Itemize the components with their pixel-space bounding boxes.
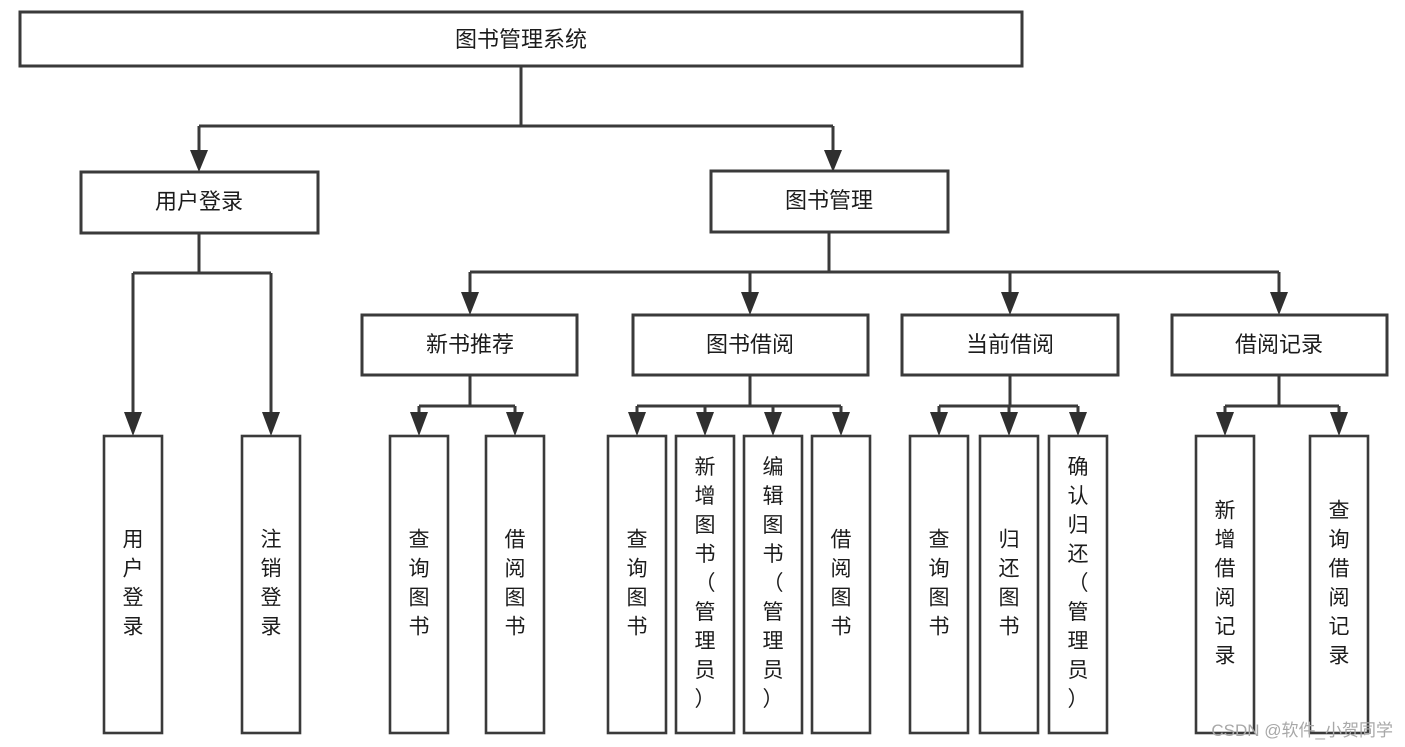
arrow-to-book-manage — [824, 150, 842, 172]
leaf-query-record-box[interactable] — [1308, 434, 1370, 735]
leaf-return-book-box[interactable] — [978, 434, 1040, 735]
arrow-to-leaf-borrow-book-2 — [832, 412, 850, 436]
edge-book-borrow-bus — [635, 375, 843, 420]
arrow-to-leaf-edit-book — [764, 412, 782, 436]
leaf-edit-book-box[interactable] — [742, 434, 804, 735]
node-leaf-add-record[interactable]: 新增借阅记录 — [1194, 434, 1256, 735]
leaf-add-book-box[interactable] — [674, 434, 736, 735]
new-book-rec-label: 新书推荐 — [426, 332, 514, 357]
user-login-label: 用户登录 — [155, 189, 243, 214]
node-leaf-user-login[interactable]: 用户登录 — [102, 434, 164, 735]
leaf-edit-book-label: 编辑图书（管理员） — [763, 456, 784, 711]
edge-root-to-bus — [197, 65, 835, 158]
arrow-to-book-borrow — [741, 292, 759, 315]
node-leaf-borrow-book-2[interactable]: 借阅图书 — [810, 434, 872, 735]
book-manage-box[interactable] — [709, 169, 950, 234]
leaf-query-book-3-label: 查询图书 — [929, 528, 950, 638]
borrow-record-label: 借阅记录 — [1235, 332, 1323, 357]
node-leaf-return-book[interactable]: 归还图书 — [978, 434, 1040, 735]
leaf-query-book-1-label: 查询图书 — [409, 528, 430, 638]
root-label: 图书管理系统 — [455, 27, 587, 52]
arrow-to-leaf-query-book-1 — [410, 412, 428, 436]
current-borrow-box[interactable] — [900, 313, 1120, 377]
arrow-to-leaf-confirm-return — [1069, 412, 1087, 436]
leaf-borrow-book-2-box[interactable] — [810, 434, 872, 735]
leaf-return-book-label: 归还图书 — [999, 528, 1020, 638]
node-current-borrow[interactable]: 当前借阅 — [900, 313, 1120, 377]
leaf-add-book-label: 新增图书（管理员） — [695, 456, 716, 711]
node-borrow-record[interactable]: 借阅记录 — [1170, 313, 1389, 377]
leaf-confirm-return-label: 确认归还（管理员） — [1068, 456, 1089, 711]
new-book-rec-box[interactable] — [360, 313, 579, 377]
arrow-to-borrow-record — [1270, 292, 1288, 315]
leaf-borrow-book-1-box[interactable] — [484, 434, 546, 735]
node-book-manage[interactable]: 图书管理 — [709, 169, 950, 234]
node-root[interactable]: 图书管理系统 — [18, 10, 1024, 68]
leaf-add-record-label: 新增借阅记录 — [1215, 499, 1236, 667]
arrow-to-leaf-logout — [262, 412, 280, 436]
leaf-borrow-book-2-label: 借阅图书 — [831, 528, 852, 638]
arrow-to-leaf-query-book-3 — [930, 412, 948, 436]
user-login-box[interactable] — [79, 170, 320, 235]
arrow-to-leaf-query-record — [1330, 412, 1348, 436]
node-new-book-rec[interactable]: 新书推荐 — [360, 313, 579, 377]
leaf-confirm-return-box[interactable] — [1047, 434, 1109, 735]
node-user-login[interactable]: 用户登录 — [79, 170, 320, 235]
arrow-to-user-login — [190, 150, 208, 172]
node-leaf-query-book-2[interactable]: 查询图书 — [606, 434, 668, 735]
leaf-query-book-2-box[interactable] — [606, 434, 668, 735]
node-book-borrow[interactable]: 图书借阅 — [631, 313, 870, 377]
node-leaf-query-book-3[interactable]: 查询图书 — [908, 434, 970, 735]
leaf-query-book-1-box[interactable] — [388, 434, 450, 735]
edge-user-login-bus — [131, 233, 273, 420]
arrow-to-current-borrow — [1001, 292, 1019, 315]
leaf-query-book-3-box[interactable] — [908, 434, 970, 735]
edge-new-book-rec-bus — [417, 375, 517, 420]
book-borrow-label: 图书借阅 — [706, 332, 794, 357]
arrow-to-leaf-add-book — [696, 412, 714, 436]
leaf-borrow-book-1-label: 借阅图书 — [505, 528, 526, 638]
arrow-to-leaf-add-record — [1216, 412, 1234, 436]
leaf-query-record-label: 查询借阅记录 — [1329, 499, 1350, 667]
arrow-to-leaf-user-login — [124, 412, 142, 436]
node-leaf-logout[interactable]: 注销登录 — [240, 434, 302, 735]
current-borrow-label: 当前借阅 — [966, 332, 1054, 357]
arrow-to-leaf-borrow-book-1 — [506, 412, 524, 436]
root-box[interactable] — [18, 10, 1024, 68]
edge-book-manage-bus — [468, 232, 1281, 300]
arrow-to-new-book-rec — [461, 292, 479, 315]
node-leaf-add-book[interactable]: 新增图书（管理员） — [674, 434, 736, 735]
node-leaf-query-book-1[interactable]: 查询图书 — [388, 434, 450, 735]
leaf-add-record-box[interactable] — [1194, 434, 1256, 735]
node-leaf-edit-book[interactable]: 编辑图书（管理员） — [742, 434, 804, 735]
arrow-to-leaf-query-book-2 — [628, 412, 646, 436]
node-leaf-confirm-return[interactable]: 确认归还（管理员） — [1047, 434, 1109, 735]
leaf-user-login-box[interactable] — [102, 434, 164, 735]
leaf-logout-box[interactable] — [240, 434, 302, 735]
borrow-record-box[interactable] — [1170, 313, 1389, 377]
node-leaf-borrow-book-1[interactable]: 借阅图书 — [484, 434, 546, 735]
leaf-user-login-label: 用户登录 — [123, 528, 144, 638]
edge-layer — [124, 65, 1348, 436]
book-borrow-box[interactable] — [631, 313, 870, 377]
leaf-query-book-2-label: 查询图书 — [627, 528, 648, 638]
node-leaf-query-record[interactable]: 查询借阅记录 — [1308, 434, 1370, 735]
edge-borrow-record-bus — [1223, 375, 1341, 420]
book-manage-label: 图书管理 — [785, 188, 873, 213]
leaf-logout-label: 注销登录 — [261, 528, 282, 638]
arrow-to-leaf-return-book — [1000, 412, 1018, 436]
